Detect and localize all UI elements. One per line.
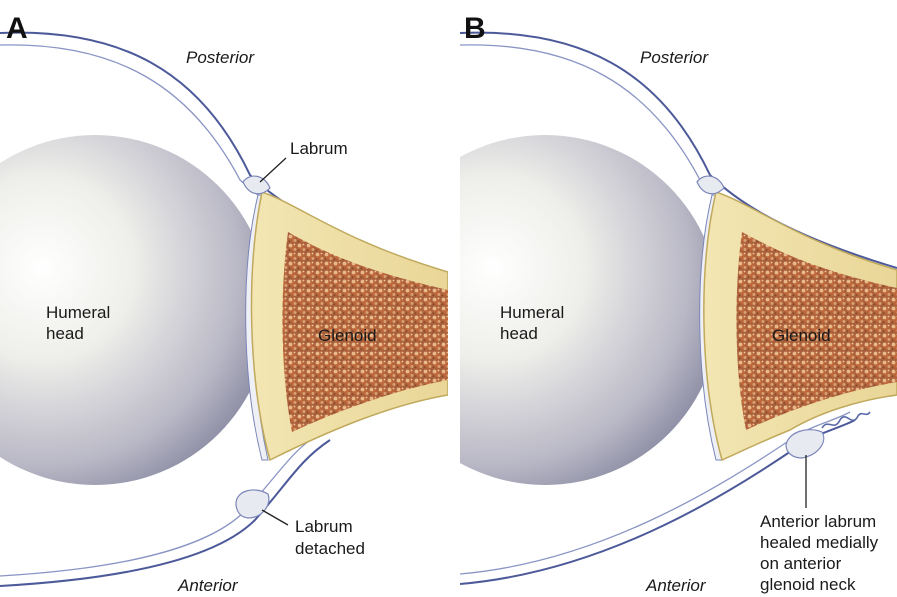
leader-labrum-top bbox=[260, 158, 286, 182]
panel-b-humeral-line1: Humeral bbox=[500, 303, 564, 322]
panel-a-detached-line1: Labrum bbox=[295, 517, 353, 536]
panel-b-glenoid: Glenoid bbox=[772, 326, 831, 345]
panel-b-humeral-line2: head bbox=[500, 324, 538, 343]
panel-a-humeral-line2: head bbox=[46, 324, 84, 343]
labrum-healed bbox=[786, 430, 824, 458]
panel-b-healed-line3: on anterior bbox=[760, 554, 842, 573]
labrum-posterior bbox=[243, 176, 270, 194]
labrum-detached bbox=[236, 490, 269, 518]
panel-b-healed-line4: glenoid neck bbox=[760, 575, 856, 594]
panel-b-healed-line2: healed medially bbox=[760, 533, 879, 552]
panel-b-posterior: Posterior bbox=[640, 48, 709, 67]
panel-b-healed-line1: Anterior labrum bbox=[760, 512, 876, 531]
leader-labrum-detached bbox=[262, 510, 288, 525]
panel-b-letter: B bbox=[464, 12, 486, 45]
panel-a-letter: A bbox=[6, 12, 28, 45]
panel-b bbox=[370, 33, 897, 584]
panel-a-anterior: Anterior bbox=[177, 576, 239, 595]
panel-b-anterior: Anterior bbox=[645, 576, 707, 595]
panel-a-glenoid: Glenoid bbox=[318, 326, 377, 345]
panel-a-posterior: Posterior bbox=[186, 48, 255, 67]
humeral-head bbox=[0, 135, 270, 485]
panel-a-humeral-line1: Humeral bbox=[46, 303, 110, 322]
panel-a-labrum-label: Labrum bbox=[290, 139, 348, 158]
panel-a-detached-line2: detached bbox=[295, 539, 365, 558]
labrum-posterior bbox=[697, 176, 724, 194]
